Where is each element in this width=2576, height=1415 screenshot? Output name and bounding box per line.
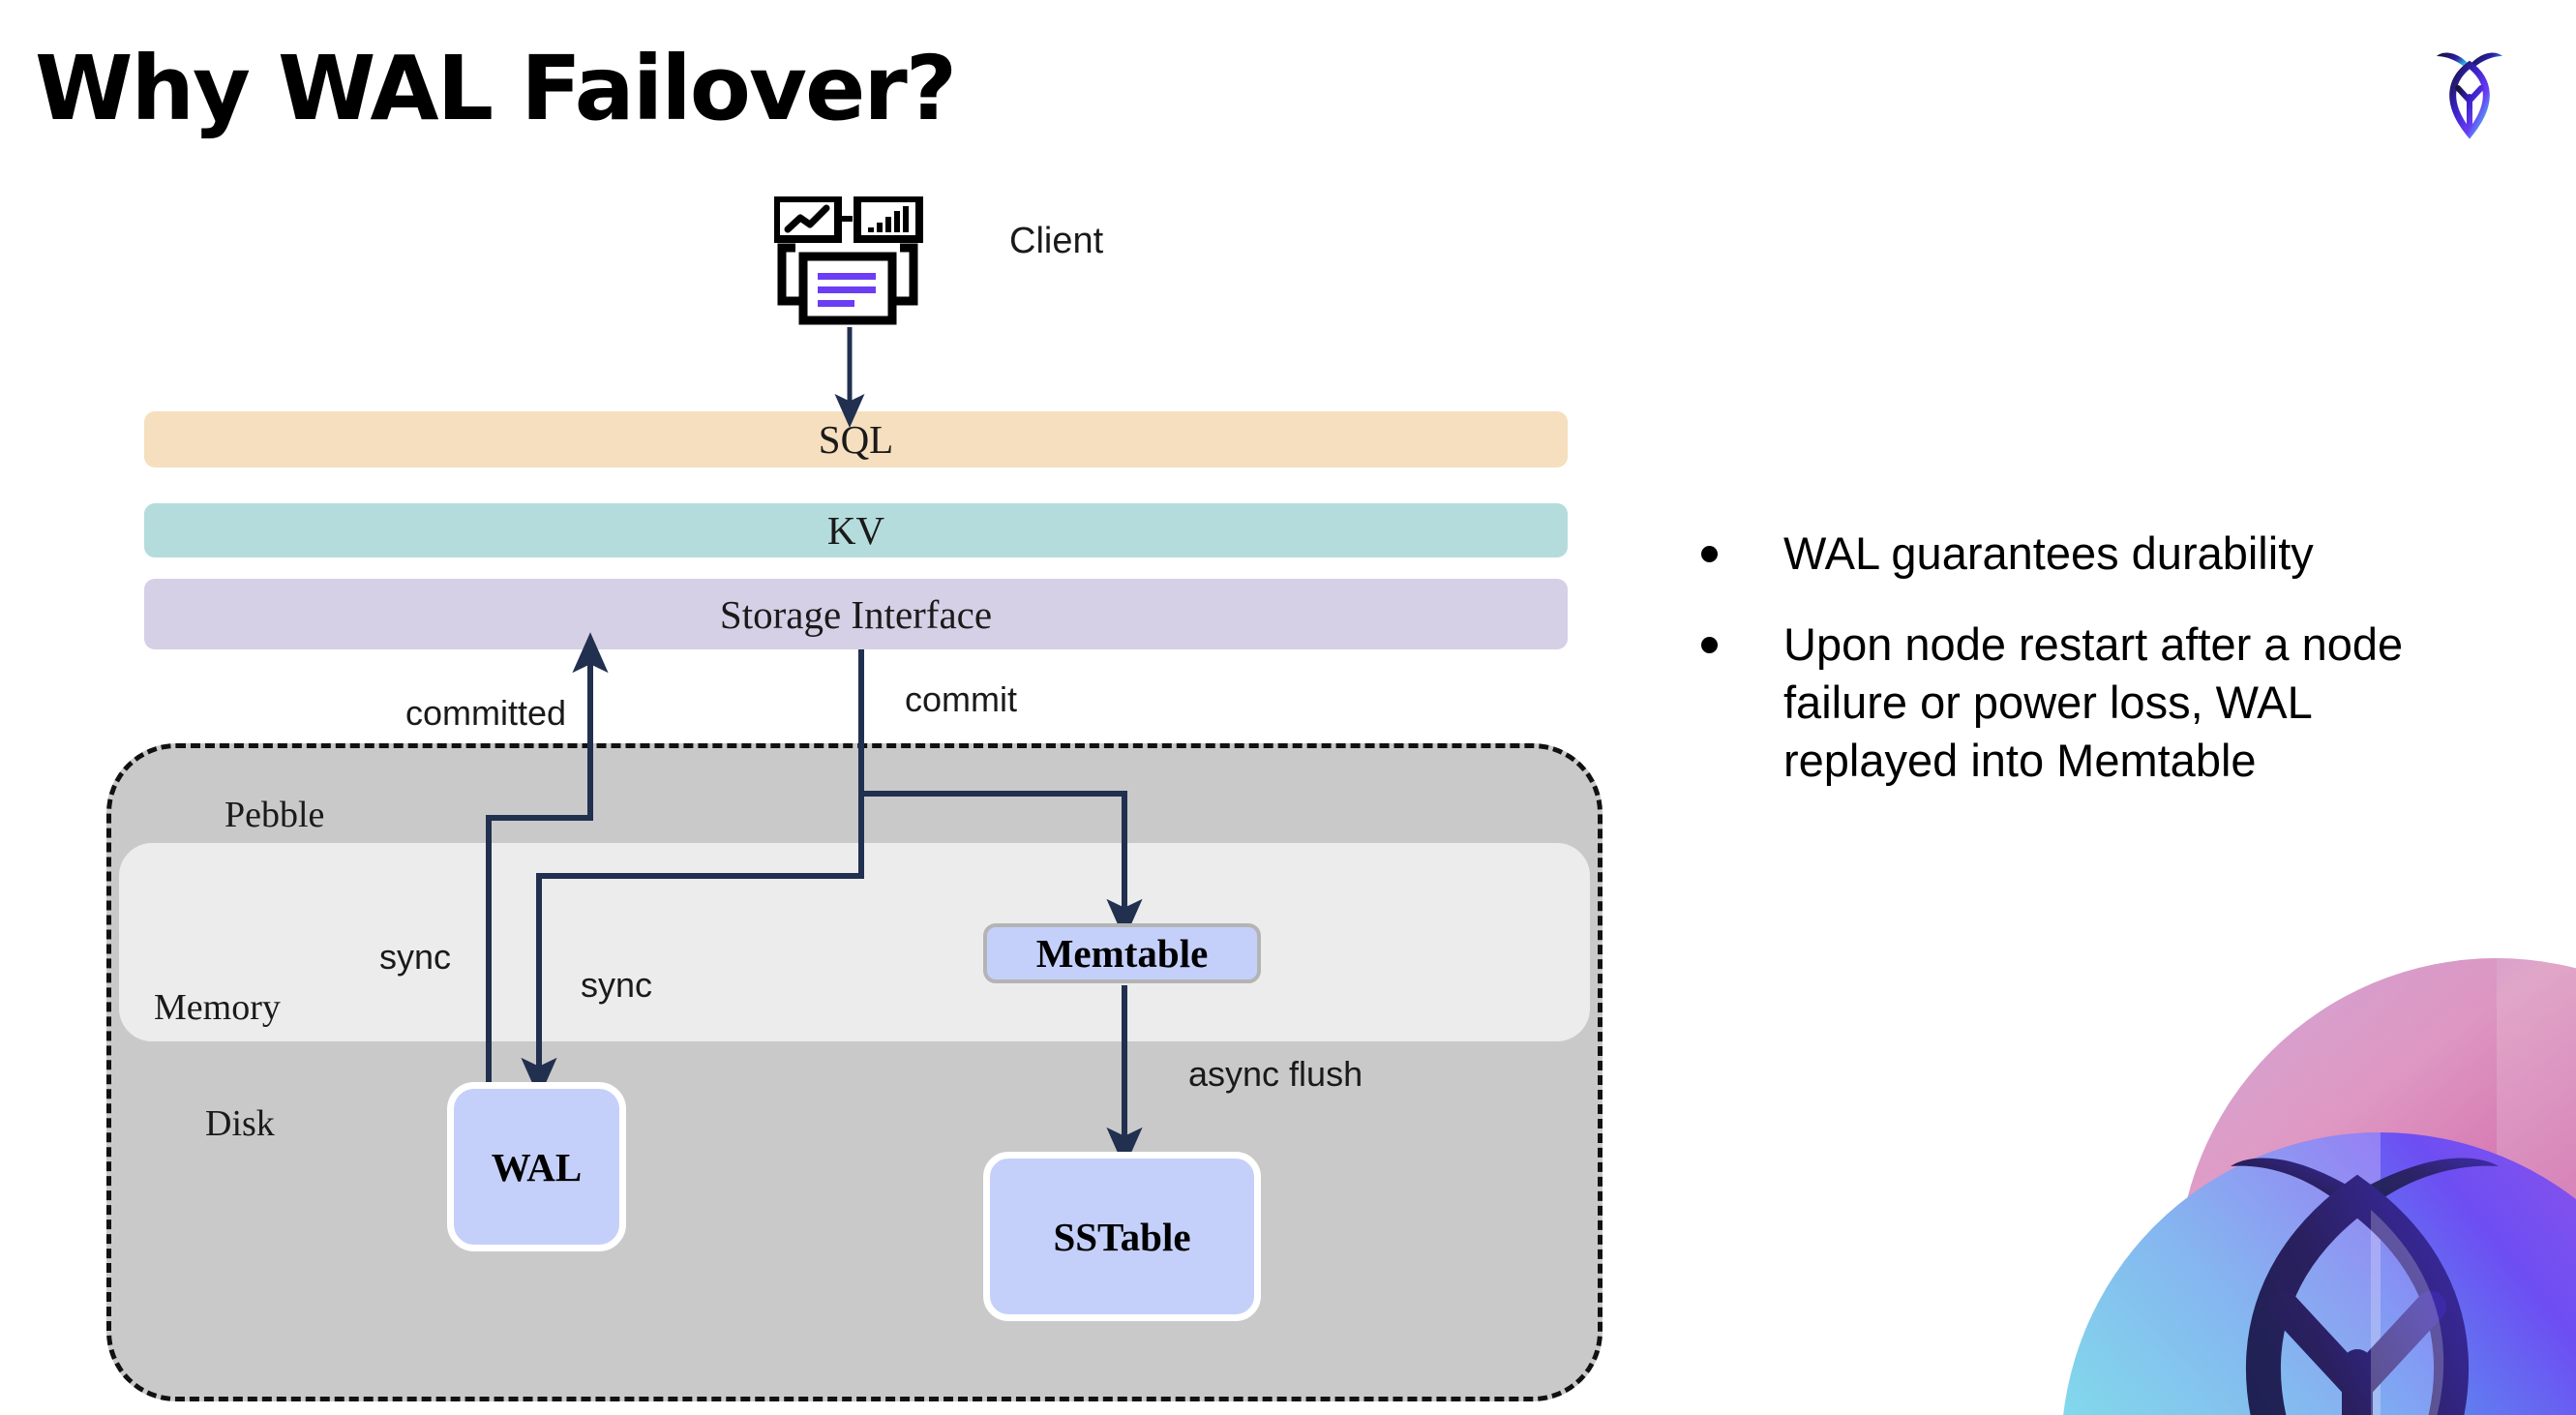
bullet-text: Upon node restart after a node failure o…: [1783, 618, 2404, 787]
memory-panel: [119, 843, 1590, 1041]
node-memtable: Memtable: [983, 923, 1261, 983]
node-wal: WAL: [447, 1082, 626, 1251]
bullet-list: WAL guarantees durability Upon node rest…: [1701, 525, 2495, 824]
decorative-circles: [1955, 910, 2576, 1415]
bullet-dot-icon: [1701, 637, 1718, 654]
client-dashboard-icon: [772, 195, 924, 327]
memory-label: Memory: [154, 987, 281, 1028]
layer-bar-sql: SQL: [144, 411, 1568, 467]
layer-label-kv: KV: [826, 508, 885, 553]
client-label: Client: [1009, 221, 1104, 261]
node-label-memtable: Memtable: [1035, 931, 1209, 976]
node-sstable: SSTable: [983, 1152, 1261, 1321]
edge-label-async-flush: async flush: [1188, 1054, 1363, 1094]
node-label-sstable: SSTable: [1053, 1214, 1191, 1259]
layer-label-sql: SQL: [818, 417, 894, 462]
disk-label: Disk: [205, 1103, 275, 1144]
edge-label-sync-right: sync: [581, 965, 653, 1005]
cockroachdb-logo: [2411, 33, 2528, 149]
page-title: Why WAL Failover?: [35, 37, 957, 140]
layer-label-storage-interface: Storage Interface: [719, 591, 993, 637]
edge-label-committed: committed: [405, 693, 567, 733]
layer-bar-storage-interface: Storage Interface: [144, 579, 1568, 649]
list-item: Upon node restart after a node failure o…: [1701, 616, 2495, 790]
bullet-text: WAL guarantees durability: [1783, 527, 2314, 579]
bullet-dot-icon: [1701, 546, 1718, 562]
pebble-label: Pebble: [225, 795, 325, 835]
layer-bar-kv: KV: [144, 503, 1568, 557]
pebble-container: [106, 743, 1603, 1401]
edge-label-sync-left: sync: [379, 937, 452, 977]
node-label-wal: WAL: [491, 1144, 583, 1189]
edge-label-commit: commit: [905, 679, 1017, 719]
list-item: WAL guarantees durability: [1701, 525, 2495, 583]
